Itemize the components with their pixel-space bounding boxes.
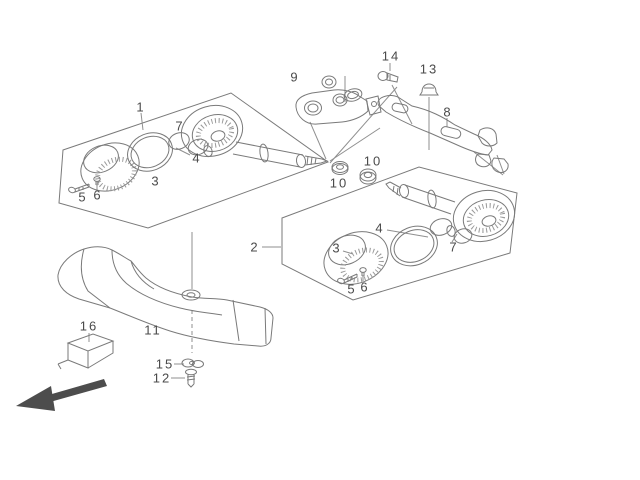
callout-5-right: 5 [347,281,355,297]
callout-3-left: 3 [151,173,159,189]
assembly-box-2 [281,166,518,301]
gasket-ring-1 [127,132,173,172]
gasket-ring-2 [390,225,438,267]
ring-clip [343,88,363,102]
callout-6-right: 6 [360,279,368,295]
bracket-assembly [295,71,509,173]
direction-arrow [16,379,107,411]
box-16 [57,333,115,370]
washer-10-left [331,161,349,175]
turn-signal-lamp-1 [68,104,329,194]
mount-plate-9 [295,89,369,125]
screw-5-1 [68,183,90,194]
callout-4-right: 4 [375,220,383,236]
bulb-2 [429,218,456,237]
screw-12 [185,368,197,388]
callout-2: 2 [250,239,258,255]
bracket-8 [365,95,509,173]
nut-10-right [359,168,377,185]
callout-16: 16 [79,318,99,334]
screw-6-1 [93,176,101,186]
lens-2 [323,231,389,285]
callout-4-left: 4 [192,150,200,166]
callout-9: 9 [290,69,298,85]
callout-1: 1 [136,99,144,115]
bolt-14 [377,71,399,83]
grommet-small [321,75,337,89]
assembly-box-1 [58,92,330,229]
callout-14: 14 [381,48,401,64]
callout-8: 8 [443,104,451,120]
screw-6-2 [359,267,367,277]
callout-11: 11 [144,322,162,338]
callout-7-right: 7 [449,239,457,255]
lamp-housing-2 [385,181,516,243]
lamp-housing-1 [180,104,329,168]
callout-5-left: 5 [78,189,86,205]
callout-15: 15 [155,356,175,372]
bulb-1 [187,138,213,157]
grommet-13 [419,83,439,96]
callout-10-lower: 10 [329,175,349,191]
callout-6-left: 6 [93,187,101,203]
washer-15 [181,358,204,368]
screw-5-2 [337,273,358,285]
callout-3-right: 3 [332,240,340,256]
callout-10-upper: 10 [363,153,383,169]
packing-1 [168,132,190,150]
turn-signal-lamp-2 [323,181,516,285]
cover-11 [57,246,274,347]
callout-7-left: 7 [175,118,183,134]
callout-12: 12 [152,370,172,386]
callout-13: 13 [419,61,439,77]
